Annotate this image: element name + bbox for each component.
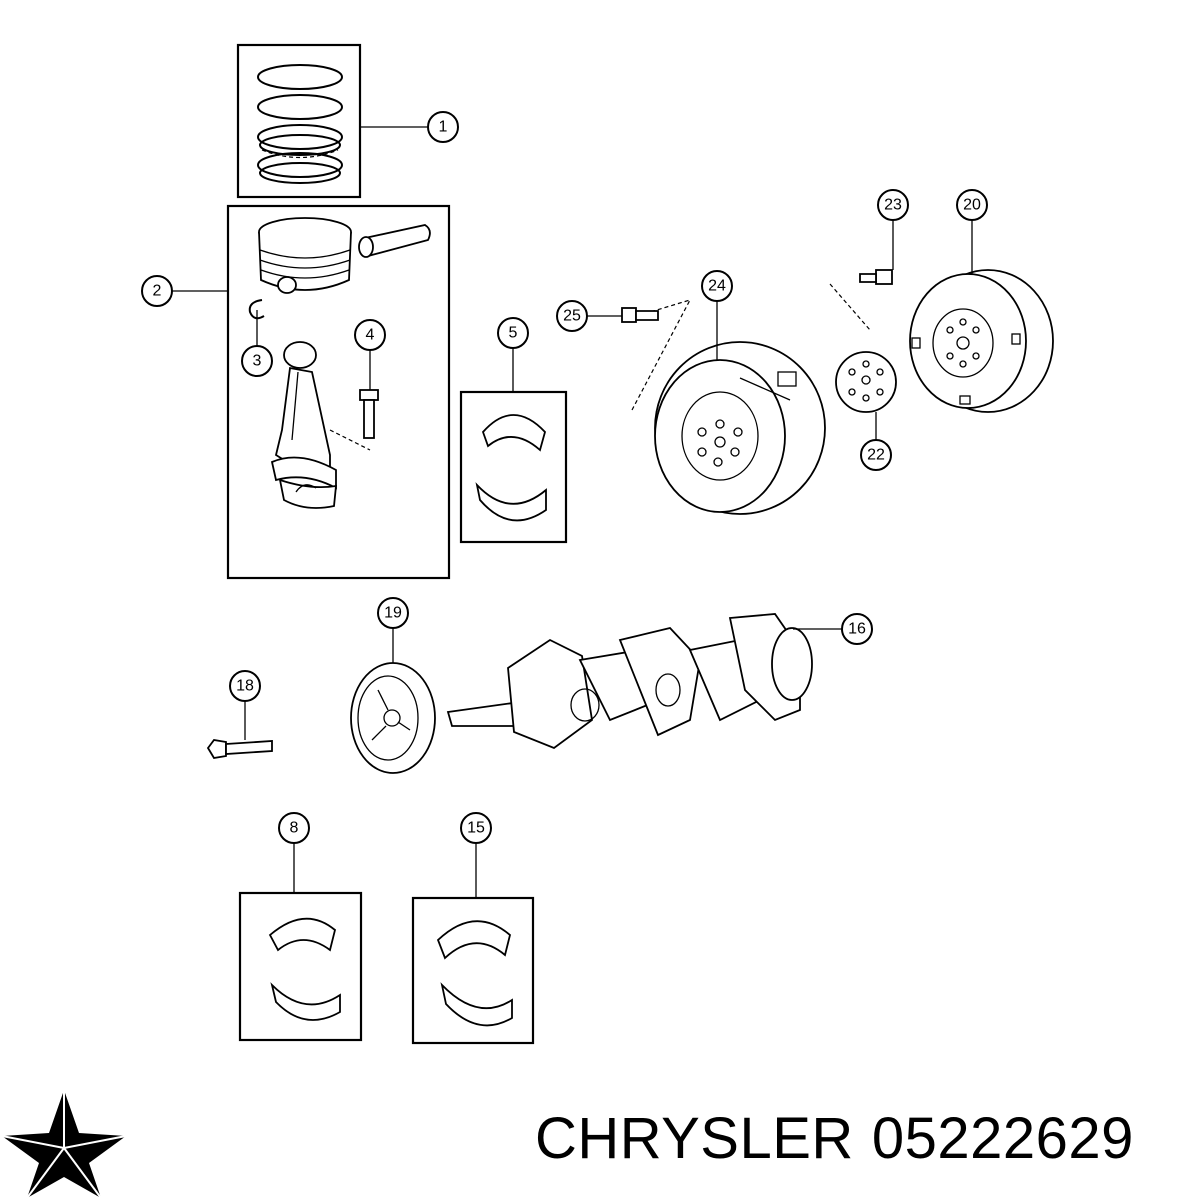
piston-ring-set-group — [236, 43, 362, 199]
svg-text:22: 22 — [867, 447, 885, 464]
callout-20: 20 — [956, 189, 988, 221]
flex-plate — [835, 351, 897, 413]
callout-4: 4 — [354, 319, 386, 351]
callout-15: 15 — [460, 812, 492, 844]
callout-25: 25 — [556, 300, 588, 332]
flywheel-bolt — [859, 269, 893, 285]
brand-name: CHRYSLER — [535, 1106, 854, 1171]
leader-lines — [172, 126, 973, 898]
svg-text:15: 15 — [467, 820, 485, 837]
callout-19: 19 — [377, 597, 409, 629]
damper-bolt — [621, 307, 659, 323]
logo-star-facets — [1, 1090, 127, 1199]
callout-8: 8 — [278, 812, 310, 844]
svg-text:2: 2 — [153, 283, 162, 300]
main-bearing-group-15 — [411, 896, 535, 1045]
crankshaft-pulley — [350, 662, 436, 774]
part-number: 05222629 — [871, 1106, 1134, 1171]
pulley-bolt — [206, 739, 273, 759]
crankshaft — [446, 613, 813, 750]
svg-text:23: 23 — [884, 197, 902, 214]
callout-1: 1 — [427, 111, 459, 143]
flywheel — [829, 269, 1054, 413]
svg-text:16: 16 — [848, 621, 866, 638]
rod-bearing-group — [459, 390, 568, 544]
svg-text:25: 25 — [563, 308, 581, 325]
vibration-damper — [631, 299, 826, 515]
piston-rod-group — [226, 204, 451, 580]
callout-23: 23 — [877, 189, 909, 221]
svg-text:4: 4 — [366, 327, 375, 344]
svg-text:20: 20 — [963, 197, 981, 214]
svg-text:19: 19 — [384, 605, 402, 622]
callout-16: 16 — [841, 613, 873, 645]
callout-24: 24 — [701, 270, 733, 302]
main-bearing-group-8 — [238, 891, 363, 1042]
svg-text:18: 18 — [236, 678, 254, 695]
svg-text:8: 8 — [290, 820, 299, 837]
svg-text:24: 24 — [708, 278, 726, 295]
svg-text:5: 5 — [509, 325, 518, 342]
callout-5: 5 — [497, 317, 529, 349]
svg-text:3: 3 — [253, 353, 262, 370]
callout-2: 2 — [141, 275, 173, 307]
callout-18: 18 — [229, 670, 261, 702]
svg-text:1: 1 — [439, 119, 448, 136]
callout-22: 22 — [860, 439, 892, 471]
callout-3: 3 — [241, 345, 273, 377]
chrysler-star-logo-icon — [1, 1090, 127, 1199]
